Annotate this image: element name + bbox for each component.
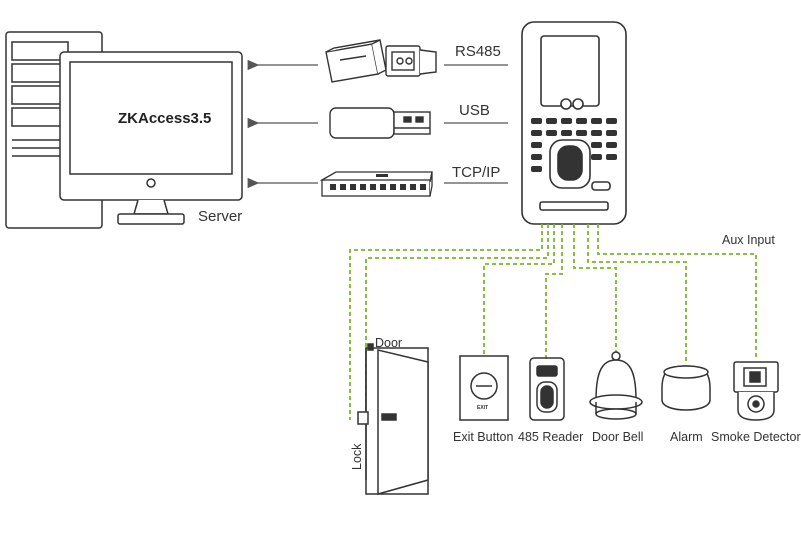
peripheral-label-door-bell: Door Bell: [592, 430, 644, 444]
wiring-lines: [349, 224, 757, 420]
smoke-detector-icon: [733, 361, 779, 421]
door-label: Door: [375, 336, 403, 350]
server-label: Server: [198, 208, 243, 225]
peripheral-label-alarm: Alarm: [670, 430, 703, 444]
usb-stick-icon: [329, 107, 431, 139]
connection-arrows: [247, 59, 318, 189]
connection-label-rs485: RS485: [455, 43, 501, 60]
connection-lines: [444, 64, 508, 184]
card-reader-icon: [529, 357, 565, 421]
peripheral-label-485-reader: 485 Reader: [518, 430, 584, 444]
peripheral-label-exit-button: Exit Button: [453, 430, 514, 444]
alarm-icon: [661, 365, 711, 411]
peripheral-label-smoke-detector: Smoke Detector: [711, 430, 801, 444]
connection-label-usb: USB: [459, 102, 490, 119]
fingerprint-sensor-icon: [549, 139, 611, 191]
lock-label: Lock: [350, 443, 364, 470]
connection-label-tcpip: TCP/IP: [452, 164, 501, 181]
rs485-converter-icon: [325, 38, 437, 83]
door-icon: [357, 343, 429, 495]
door-bell-icon: [589, 351, 643, 420]
software-name: ZKAccess3.5: [118, 110, 212, 127]
exit-button-icon: [459, 355, 509, 421]
network-switch-icon: [319, 171, 433, 197]
server-monitor-icon: [59, 51, 243, 225]
aux-input-label: Aux Input: [722, 233, 775, 247]
access-terminal-icon: [521, 21, 627, 225]
keypad-icon: [531, 118, 617, 172]
exit-button-mark: EXIT: [477, 405, 489, 411]
